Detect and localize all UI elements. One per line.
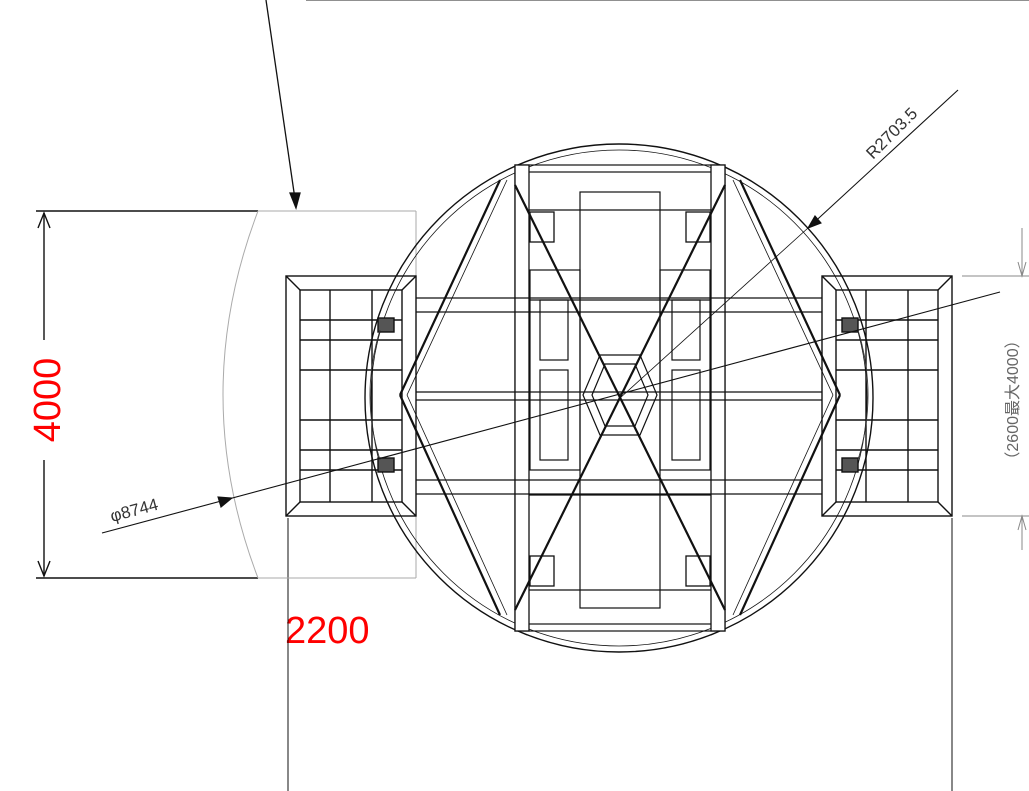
radius-leader: [619, 89, 959, 399]
clearance-envelope: [222, 210, 417, 579]
right-platform: [821, 275, 953, 517]
top-leader-arrow: [265, 0, 301, 211]
diameter-label: φ8744: [108, 495, 160, 526]
diameter-leader: [101, 291, 1001, 534]
left-platform: [285, 275, 417, 517]
height-dimension: [36, 210, 258, 579]
height-dimension-label: 4000: [27, 358, 69, 443]
inner-arcs: [369, 329, 869, 461]
vertical-note-label: （2600最大4000）: [1004, 332, 1022, 467]
diagonal-braces-inner: [406, 179, 834, 616]
horizontal-rails: [416, 297, 822, 495]
vertical-note-dimension: [962, 228, 1029, 550]
width-dimension-label: 2200: [285, 610, 370, 652]
outer-ring: [364, 143, 874, 653]
radius-label: R2703.5: [862, 104, 921, 163]
